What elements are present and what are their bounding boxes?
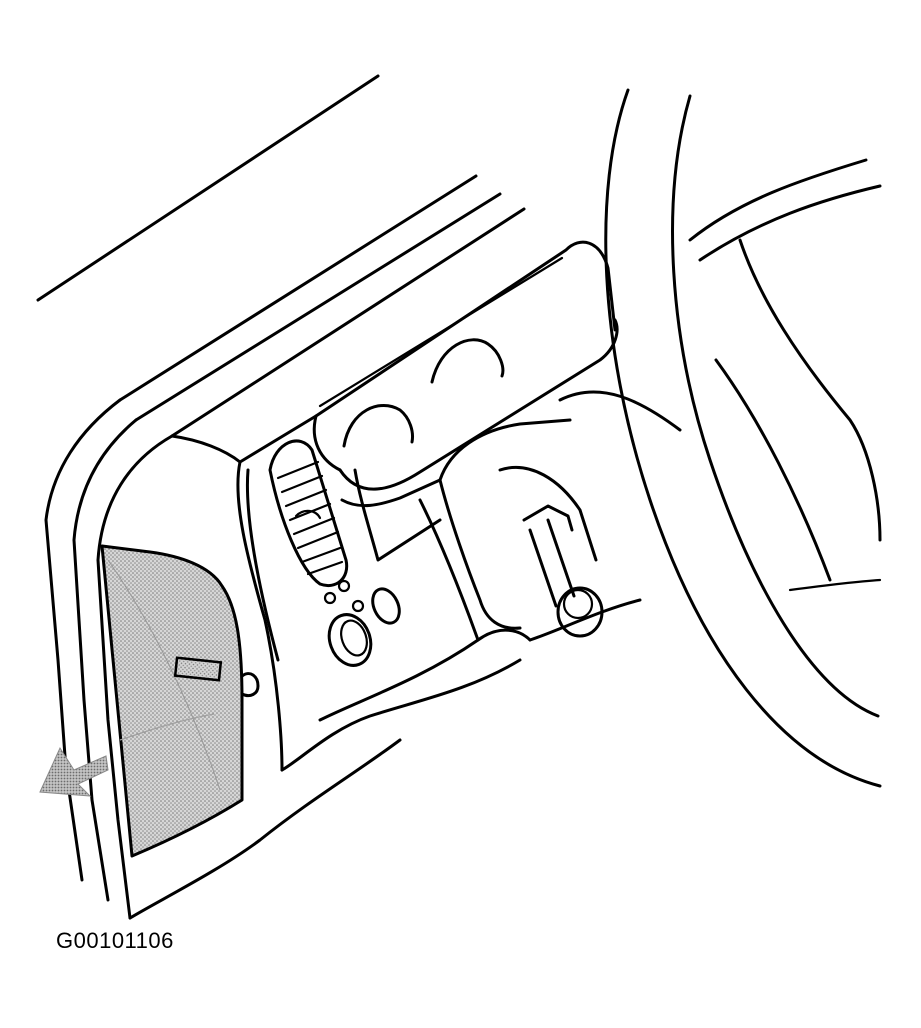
kick-panel-tab — [173, 656, 223, 682]
dashboard-lower — [128, 478, 532, 920]
air-vent — [268, 439, 349, 587]
windshield-lines — [36, 74, 526, 438]
arrow-pointer-icon — [39, 746, 109, 797]
kick-panel-cover — [100, 544, 260, 858]
figure-id-label: G00101106 — [56, 928, 174, 953]
steering-column — [438, 390, 682, 642]
instrument-cluster — [338, 318, 619, 562]
headlamp-controls — [323, 579, 401, 667]
steering-wheel — [604, 88, 882, 788]
dashboard-upper — [170, 240, 617, 772]
door-pillar — [44, 398, 174, 920]
turn-signal-stalk — [522, 504, 604, 638]
